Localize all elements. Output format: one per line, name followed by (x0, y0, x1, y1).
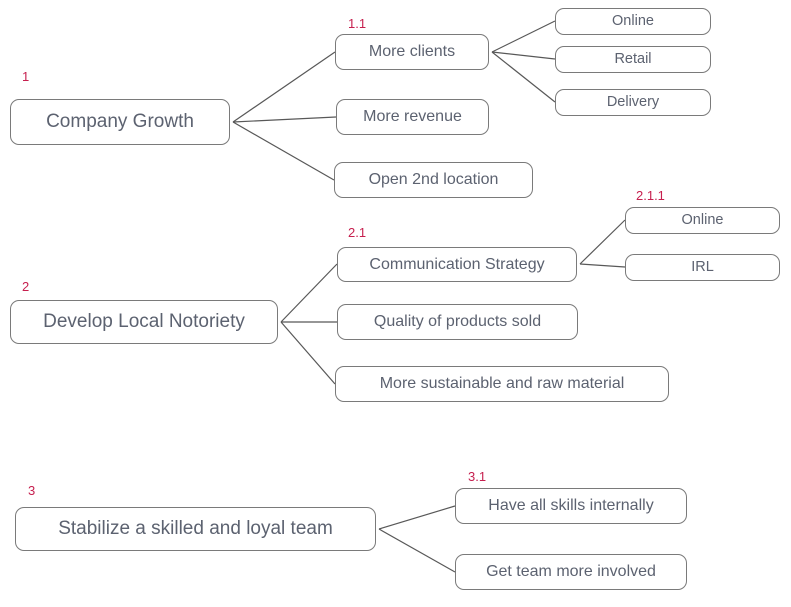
node-label: Communication Strategy (369, 255, 545, 273)
node-n21[interactable]: Communication Strategy (337, 247, 577, 282)
node-label: IRL (691, 258, 714, 275)
node-n113[interactable]: Delivery (555, 89, 711, 116)
connector-n11-n112 (491, 51, 556, 60)
node-n112[interactable]: Retail (555, 46, 711, 73)
node-label: Company Growth (46, 110, 194, 132)
node-label: Open 2nd location (368, 171, 499, 189)
node-n13[interactable]: Open 2nd location (334, 162, 533, 198)
node-label: Delivery (606, 93, 660, 110)
node-tag-n21: 2.1 (348, 225, 367, 240)
node-n12[interactable]: More revenue (336, 99, 489, 135)
node-tag-n211: 2.1.1 (636, 188, 665, 203)
node-label: More revenue (363, 108, 462, 126)
connector-n21-n212 (579, 263, 626, 268)
node-label: Retail (614, 50, 652, 67)
node-label: Have all skills internally (488, 497, 654, 515)
node-label: Get team more involved (486, 563, 656, 581)
connector-n1-n13 (232, 121, 335, 181)
node-label: Develop Local Notoriety (43, 310, 245, 332)
connector-n2-n23 (280, 321, 336, 385)
connector-n11-n111 (491, 20, 556, 53)
node-n23[interactable]: More sustainable and raw material (335, 366, 669, 402)
connector-n3-n31 (378, 505, 456, 530)
connector-n11-n113 (491, 51, 556, 103)
node-n1[interactable]: Company Growth (10, 99, 230, 145)
connector-n1-n11 (232, 51, 336, 123)
node-tag-n1: 1 (22, 69, 30, 84)
node-label: More sustainable and raw material (379, 375, 625, 393)
node-tag-n2: 2 (22, 279, 30, 294)
node-n211[interactable]: Online (625, 207, 780, 234)
node-label: More clients (368, 43, 456, 61)
node-tag-n3: 3 (28, 483, 36, 498)
node-n3[interactable]: Stabilize a skilled and loyal team (15, 507, 376, 551)
node-label: Stabilize a skilled and loyal team (58, 517, 333, 539)
node-n2[interactable]: Develop Local Notoriety (10, 300, 278, 344)
node-n212[interactable]: IRL (625, 254, 780, 281)
node-n11[interactable]: More clients (335, 34, 489, 70)
connector-n21-n211 (579, 219, 626, 265)
node-tag-n11: 1.1 (348, 16, 367, 31)
node-tag-n31: 3.1 (468, 469, 487, 484)
node-n32[interactable]: Get team more involved (455, 554, 687, 590)
connector-n2-n21 (280, 263, 338, 323)
node-n31[interactable]: Have all skills internally (455, 488, 687, 524)
node-label: Online (681, 211, 724, 228)
node-n111[interactable]: Online (555, 8, 711, 35)
node-label: Quality of products sold (373, 313, 542, 331)
node-label: Online (612, 12, 654, 29)
node-n22[interactable]: Quality of products sold (337, 304, 578, 340)
connector-n3-n32 (378, 528, 456, 573)
connector-n1-n12 (232, 116, 337, 123)
